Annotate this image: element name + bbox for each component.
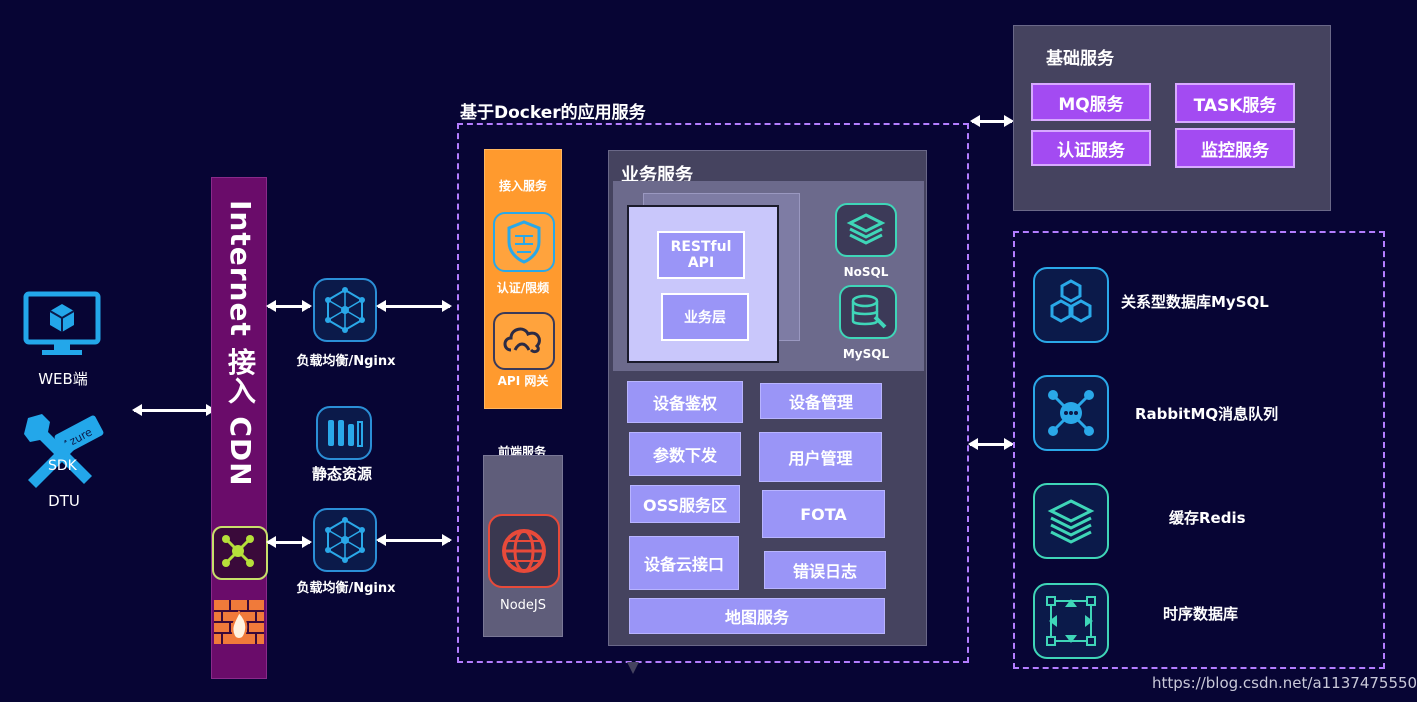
nginx-docker-top-arrow [376,300,452,312]
service-error-log: 错误日志 [764,551,886,589]
business-service-panel: 业务服务 RESTful API 业务层 NoSQL [608,150,927,646]
nginx-docker-bottom-arrow [376,534,452,546]
base-title: 基础服务 [1046,49,1114,69]
nodejs-label: NodeJS [499,598,546,613]
service-device-auth: 设备鉴权 [627,381,743,423]
client-cdn-arrow [132,404,216,416]
business-layer-box: 业务层 [661,293,749,341]
auth-node [493,212,555,272]
gateway-label: API 网关 [497,374,549,388]
web-label: WEB端 [38,370,88,388]
monitor-icon [23,291,101,355]
service-device-manage: 设备管理 [760,383,882,419]
docker-title: 基于Docker的应用服务 [460,103,646,123]
core-card: RESTful API 业务层 [627,205,779,363]
monitor-service-button: 监控服务 [1175,128,1295,168]
storage-container: 关系型数据库MySQL RabbitMQ消息队列 缓存Redis [1013,231,1385,669]
nginx-bottom-node [313,508,377,572]
service-user-manage: 用户管理 [759,432,882,482]
globe-icon [502,529,546,573]
static-resource-node [316,406,372,460]
nosql-node [835,203,897,257]
access-service-panel: 接入服务 认证/限频 API 网关 [484,149,562,409]
database-stack-icon [846,213,886,245]
rabbitmq-node [1033,375,1109,451]
auth-service-button: 认证服务 [1031,130,1151,166]
base-service-panel: 基础服务 MQ服务 TASK服务 认证服务 监控服务 [1013,25,1331,211]
docker-container [457,123,969,663]
tsdb-label: 时序数据库 [1163,605,1239,623]
firewall-icon [214,598,264,646]
rabbitmq-label: RabbitMQ消息队列 [1135,405,1279,423]
cdn-nginx-top-arrow [266,300,312,312]
static-files-icon [328,420,363,447]
business-core-area: RESTful API 业务层 NoSQL [613,181,924,371]
static-label: 静态资源 [311,465,372,483]
service-fota: FOTA [762,490,885,538]
nginx-bottom-label: 负载均衡/Nginx [296,581,396,596]
mysql-storage-node [1033,267,1109,343]
shield-firewall-icon [507,220,541,264]
dtu-client: Azure SDK DTU [22,410,106,520]
redis-node [1033,483,1109,559]
dtu-label: DTU [48,492,80,510]
timeseries-icon [1046,596,1096,646]
nosql-label: NoSQL [843,265,889,279]
cache-stack-icon [1047,499,1095,544]
mq-service-button: MQ服务 [1031,83,1151,121]
business-title: 业务服务 [621,165,693,186]
nginx-top-node [313,278,377,342]
mysql-node [839,285,897,339]
cloud-gateway-icon [503,327,541,354]
tsdb-node [1033,583,1109,659]
docker-bottom-marker [627,662,639,674]
service-map: 地图服务 [629,598,885,634]
message-queue-icon [1048,390,1094,436]
cdn-bar: Internet 接入 CDN [211,177,268,679]
mysql-label: MySQL [842,347,890,361]
watermark: https://blog.csdn.net/a1137475550 [1152,674,1417,692]
docker-base-arrow [970,115,1014,127]
database-wrench-icon [851,294,887,329]
service-param-dispatch: 参数下发 [629,432,741,476]
cdn-label: Internet 接入 CDN [224,200,257,487]
mysql-storage-label: 关系型数据库MySQL [1121,293,1269,311]
access-title: 接入服务 [498,179,547,193]
frontend-service-panel: NodeJS [483,455,563,637]
task-service-button: TASK服务 [1175,83,1295,123]
nginx-top-label: 负载均衡/Nginx [296,354,396,369]
restful-api-box: RESTful API [657,231,745,279]
hexagon-cluster-icon [1050,279,1092,323]
network-icon [325,517,365,563]
service-device-cloud: 设备云接口 [629,536,739,590]
cdn-node-icon [212,526,268,580]
service-oss: OSS服务区 [630,485,740,523]
cdn-nginx-bottom-arrow [266,536,312,548]
sdk-text: SDK [48,458,78,474]
sdk-tools-icon: Azure SDK [24,414,104,488]
gateway-node [493,312,555,370]
nodejs-node [488,514,560,588]
docker-storage-arrow [968,438,1014,450]
redis-label: 缓存Redis [1169,509,1246,527]
web-client: WEB端 [22,290,104,390]
auth-label: 认证/限频 [496,281,550,295]
network-icon [325,287,365,333]
